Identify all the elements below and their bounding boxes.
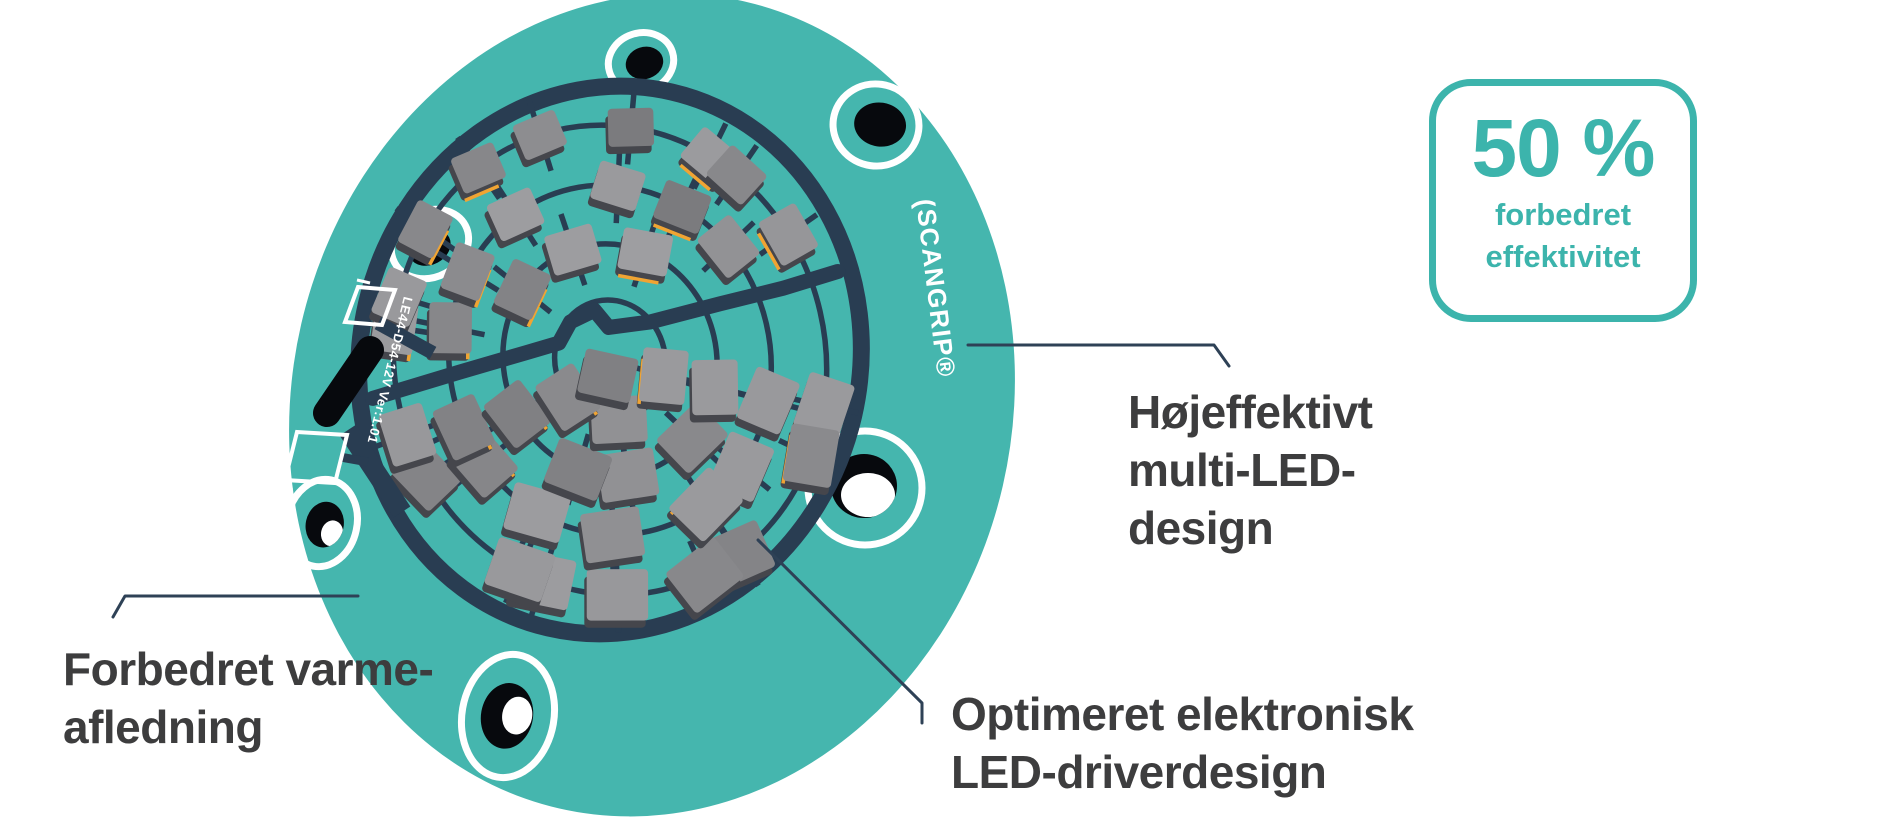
solder-pad-plus [282, 429, 350, 486]
led-chips [367, 107, 855, 628]
led-chip [605, 107, 655, 155]
mounting-hole [829, 80, 923, 170]
label-line: Højeffektivt [1128, 386, 1373, 438]
led-chip [376, 403, 437, 474]
label-led-driver-design: Optimeret elektronisk LED-driverdesign [951, 685, 1414, 801]
leader-line [756, 538, 924, 725]
led-chip [491, 259, 551, 328]
led-chip [615, 227, 674, 285]
label-line: afledning [63, 701, 263, 753]
badge-value: 50 % [1471, 103, 1656, 194]
badge-text-line: effektivitet [1485, 239, 1641, 274]
minus-marking [356, 278, 371, 285]
led-chip [484, 187, 545, 249]
mounting-hole [283, 475, 361, 571]
leader-line [111, 594, 360, 619]
led-chip [575, 348, 639, 411]
pcb-trace [339, 452, 369, 467]
led-chip [663, 537, 744, 620]
pcb-trace [374, 316, 437, 360]
led-chip [587, 395, 648, 452]
label-line: Forbedret varme- [63, 643, 434, 695]
led-chip [510, 110, 567, 168]
mounting-holes-group [283, 29, 926, 782]
led-array [359, 90, 859, 633]
led-chip [636, 347, 689, 413]
leader-line [966, 343, 1231, 368]
thermal-relief-crack [365, 263, 846, 406]
solder-pad-minus [342, 284, 398, 328]
label-multi-led-design: Højeffektivt multi-LED- design [1128, 383, 1373, 557]
led-chip [704, 145, 767, 212]
led-chip [584, 569, 649, 628]
badge-text: forbedret effektivitet [1436, 194, 1690, 278]
led-chip [780, 423, 840, 496]
led-chip [481, 380, 551, 456]
led-chip [438, 242, 495, 308]
led-chip [426, 302, 473, 361]
label-heat-dissipation: Forbedret varme- afledning [63, 640, 434, 756]
badge-text-line: forbedret [1494, 197, 1632, 232]
led-chip [430, 394, 495, 468]
led-chip [756, 203, 818, 273]
led-chip [689, 359, 739, 423]
leader-lines [111, 343, 1231, 725]
pcb-trace [339, 424, 411, 518]
led-chip [541, 438, 613, 508]
led-chip [501, 482, 571, 551]
pcb-inner-ring [350, 77, 870, 643]
efficiency-badge: 50 % forbedret effektivitet [1429, 79, 1697, 322]
label-line: LED-driverdesign [951, 746, 1327, 798]
led-chip [734, 366, 800, 442]
plus-marking: + [279, 475, 296, 502]
led-chip [482, 537, 556, 610]
led-chip [541, 223, 602, 283]
label-line: Optimeret elektronisk [951, 688, 1414, 740]
mounting-hole [457, 650, 559, 782]
led-chip [395, 200, 453, 266]
label-line: design [1128, 502, 1274, 554]
led-chip [593, 447, 660, 510]
led-chip [448, 142, 506, 203]
led-chip [587, 160, 646, 219]
led-chip [695, 215, 760, 286]
led-chip [667, 467, 743, 549]
led-chip [577, 506, 646, 571]
led-chip [650, 180, 712, 242]
pcb-slot-hole [313, 336, 384, 427]
label-line: multi-LED- [1128, 444, 1356, 496]
